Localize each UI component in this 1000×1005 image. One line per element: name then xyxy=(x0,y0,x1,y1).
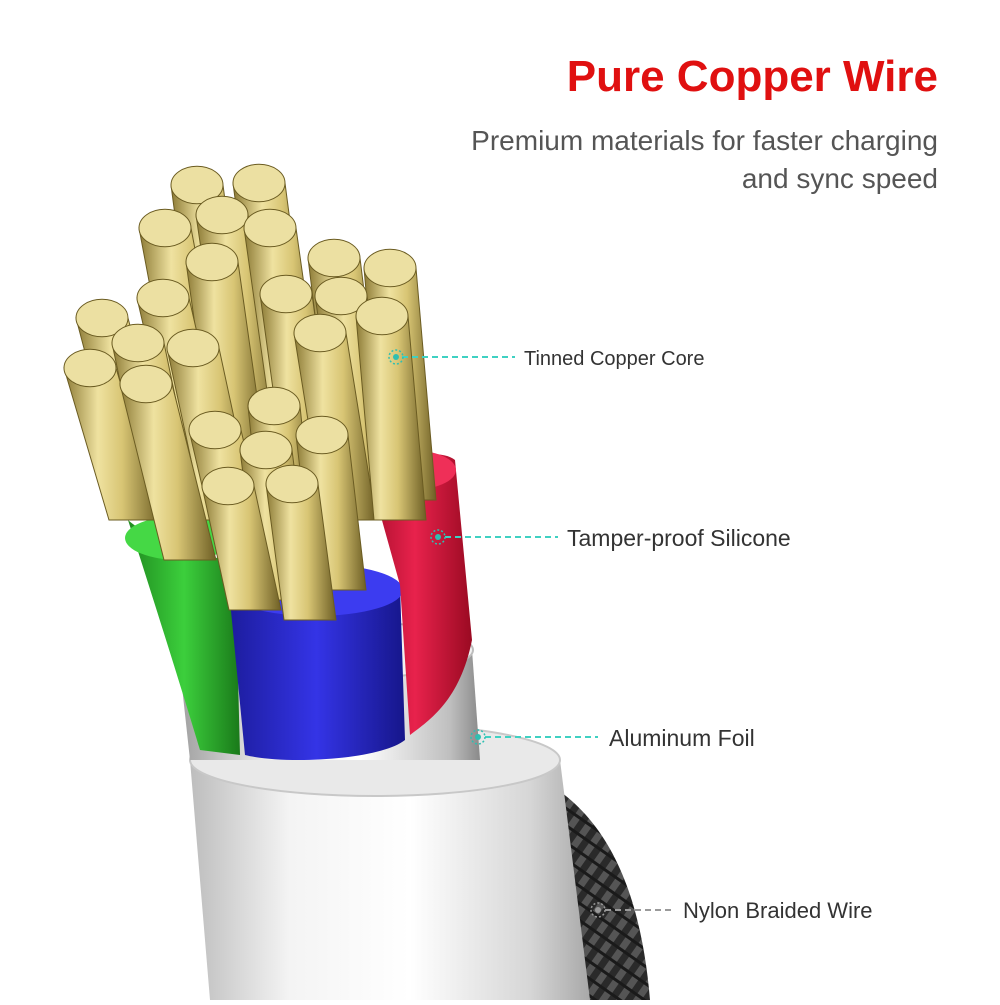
copper-strand-end xyxy=(265,464,319,504)
blue-silicone-wire xyxy=(228,580,405,760)
callout-label-silicone: Tamper-proof Silicone xyxy=(567,525,791,551)
copper-strand-end xyxy=(111,323,165,363)
copper-strand-end xyxy=(138,208,192,248)
copper-strand-end xyxy=(185,242,239,282)
copper-strand-end xyxy=(166,328,220,368)
copper-strand-end xyxy=(136,278,190,318)
callout-label-braid: Nylon Braided Wire xyxy=(683,898,873,923)
copper-strand-end xyxy=(355,296,409,336)
copper-strand-end xyxy=(293,313,347,353)
copper-strand-end xyxy=(75,298,129,338)
page-title: Pure Copper Wire xyxy=(566,52,938,101)
callout-label-core: Tinned Copper Core xyxy=(524,348,705,370)
copper-strand-end xyxy=(188,410,242,450)
copper-strand-end xyxy=(170,165,224,205)
page-subtitle: Premium materials for faster charging an… xyxy=(471,125,938,194)
target-dot-icon xyxy=(388,349,404,365)
target-dot-icon xyxy=(435,534,441,540)
red-silicone-wire xyxy=(368,453,472,735)
target-dot-icon xyxy=(470,729,486,745)
copper-strand-end xyxy=(314,276,368,316)
target-dot-icon xyxy=(595,907,601,913)
copper-strand-end xyxy=(307,238,361,278)
callout-label-foil: Aluminum Foil xyxy=(609,725,755,751)
copper-strand-end xyxy=(295,415,349,455)
copper-strand-end xyxy=(119,364,173,404)
copper-strand-end xyxy=(363,248,417,288)
target-dot-icon xyxy=(393,354,399,360)
copper-strand-bundle xyxy=(63,163,437,621)
green-silicone-wire xyxy=(128,520,240,755)
copper-strand-end xyxy=(247,386,301,426)
copper-strand-end xyxy=(259,274,313,314)
outer-jacket xyxy=(190,760,590,1000)
target-dot-icon xyxy=(430,529,446,545)
copper-strand-end xyxy=(239,430,293,470)
target-dot-icon xyxy=(475,734,481,740)
copper-strand-end xyxy=(195,195,249,235)
target-dot-icon xyxy=(590,902,606,918)
copper-strand-end xyxy=(63,348,117,388)
copper-strand-end xyxy=(232,163,286,203)
copper-strand-end xyxy=(243,208,297,248)
copper-strand-end xyxy=(201,466,255,506)
callout-leaders xyxy=(388,349,675,918)
